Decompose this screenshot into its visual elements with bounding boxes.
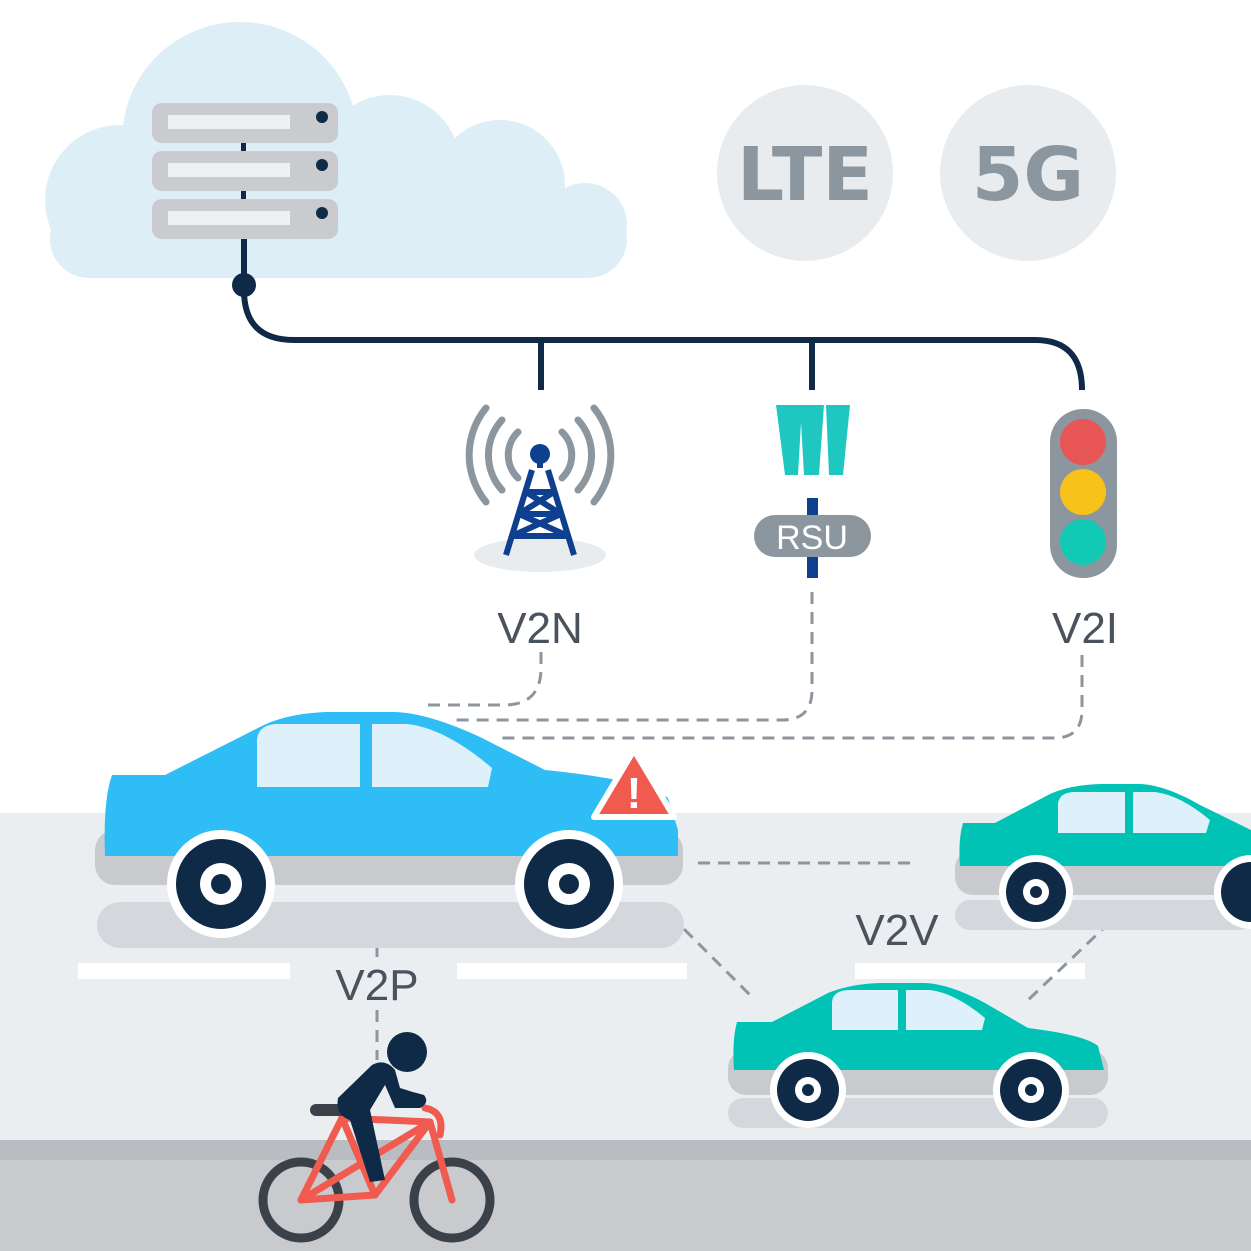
lte-badge-label: LTE [737, 132, 873, 218]
road-lane-marking [457, 963, 687, 979]
traffic-light-icon [1050, 409, 1117, 578]
network-backbone [241, 239, 1085, 391]
v2n-label: V2N [497, 604, 583, 653]
v2i-label: V2I [1052, 604, 1118, 653]
warning-icon: ! [591, 747, 677, 820]
cyclist-icon [258, 1032, 495, 1243]
sidewalk-curb [0, 1140, 1251, 1162]
road-lane-marking [855, 963, 1085, 979]
network-node [232, 273, 256, 297]
sidewalk [0, 1160, 1251, 1251]
5g-badge: 5G [940, 85, 1116, 261]
teal-car-bottom [728, 983, 1108, 1128]
road-lane-marking [78, 963, 290, 979]
5g-badge-label: 5G [972, 132, 1084, 218]
rsu-icon: RSU [754, 405, 871, 578]
cloud [45, 22, 627, 278]
lte-badge: LTE [717, 85, 893, 261]
main-car [95, 712, 684, 948]
dashed-links [375, 592, 1112, 1060]
cell-tower-icon [465, 404, 615, 572]
server-stack [152, 103, 338, 239]
rsu-label: RSU [776, 519, 848, 557]
teal-car-right [955, 784, 1251, 930]
v2v-label: V2V [855, 906, 939, 955]
v2p-label: V2P [335, 961, 418, 1010]
warning-symbol: ! [627, 769, 642, 818]
